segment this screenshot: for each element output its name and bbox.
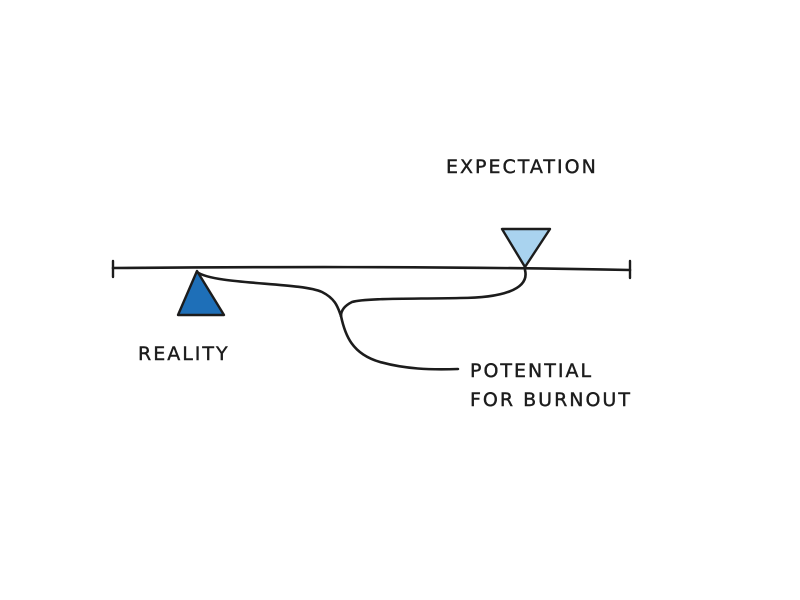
reality-label: REALITY [138, 343, 230, 365]
burnout-pointer-line [339, 314, 460, 371]
expectation-label: EXPECTATION [446, 156, 598, 178]
gap-bracket-left [195, 270, 343, 318]
burnout-label-line2: FOR BURNOUT [470, 389, 632, 411]
expectation-marker [500, 227, 552, 269]
gap-bracket-right [339, 268, 527, 318]
scale-line [111, 265, 632, 272]
burnout-label-line1: POTENTIAL [470, 360, 594, 382]
reality-marker [176, 269, 226, 317]
